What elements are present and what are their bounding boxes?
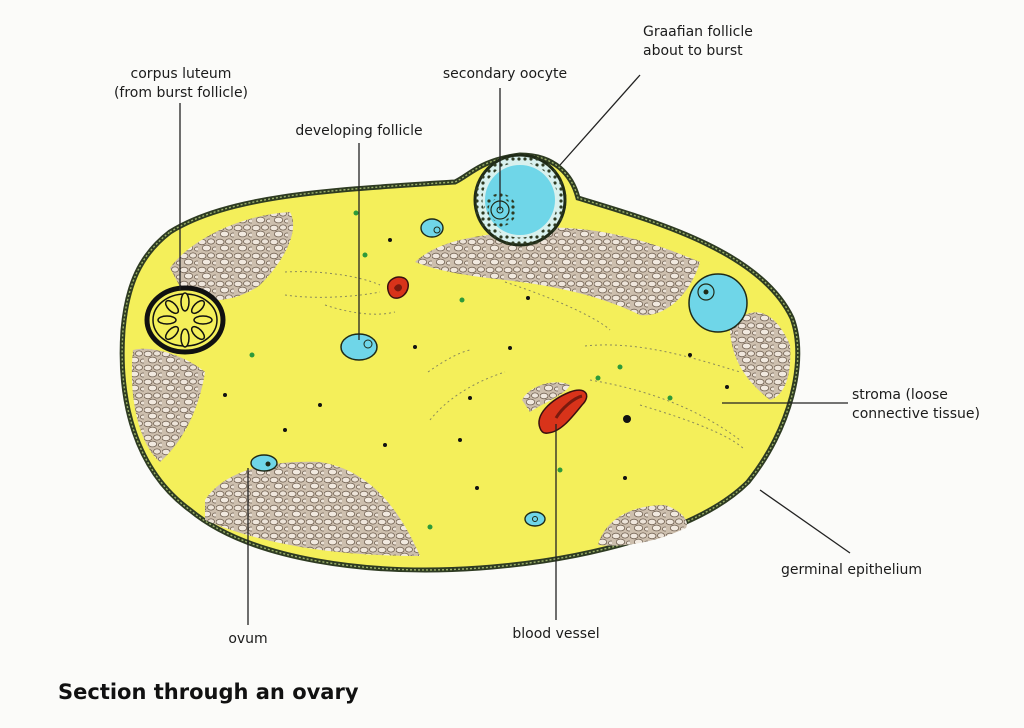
developing-follicle-label: developing follicle [295,123,423,139]
blood-vessel-label: blood vessel [512,626,600,642]
graafian-follicle-label-line1: Graafian follicle [643,24,753,40]
granular-tissue [131,212,791,556]
stroma-label-line2: connective tissue) [852,406,980,422]
granular-patch-right [730,312,791,400]
granular-patch-vessel [522,382,570,412]
germinal-epithelium-label: germinal epithelium [781,562,922,578]
blood-vessels [387,276,588,434]
stroma-cells [223,210,729,530]
ovum [250,454,278,472]
secondary-oocyte-label: secondary oocyte [442,66,568,82]
stroma-fibres [284,271,746,451]
graafian-follicle-label-line2: about to burst [643,43,743,59]
granular-patch-left [131,348,205,462]
leader-germinal-epithelium [759,489,851,554]
granular-patch-top [415,227,700,316]
corpus-luteum [144,285,226,355]
stroma-label: stroma (loose connective tissue) [852,386,980,424]
corpus-luteum-label-line2: (from burst follicle) [113,85,249,101]
corpus-luteum-label-line1: corpus luteum [130,66,232,82]
ovum-label: ovum [228,631,268,647]
developing-follicles [250,218,546,527]
graafian-follicle-label: Graafian follicle about to burst [643,23,753,61]
granular-patch-bottom-right [598,505,687,546]
granular-patch-bottom-left [205,461,420,556]
leader-lines [179,74,851,625]
follicle-right [688,273,748,333]
stroma-label-line1: stroma (loose [852,387,948,403]
leader-graafian-follicle [559,74,641,166]
diagram-caption: Section through an ovary [58,680,359,704]
corpus-luteum-label: corpus luteum (from burst follicle) [92,65,270,103]
graafian-follicle [473,153,567,247]
granular-patch-top-left [170,212,294,301]
